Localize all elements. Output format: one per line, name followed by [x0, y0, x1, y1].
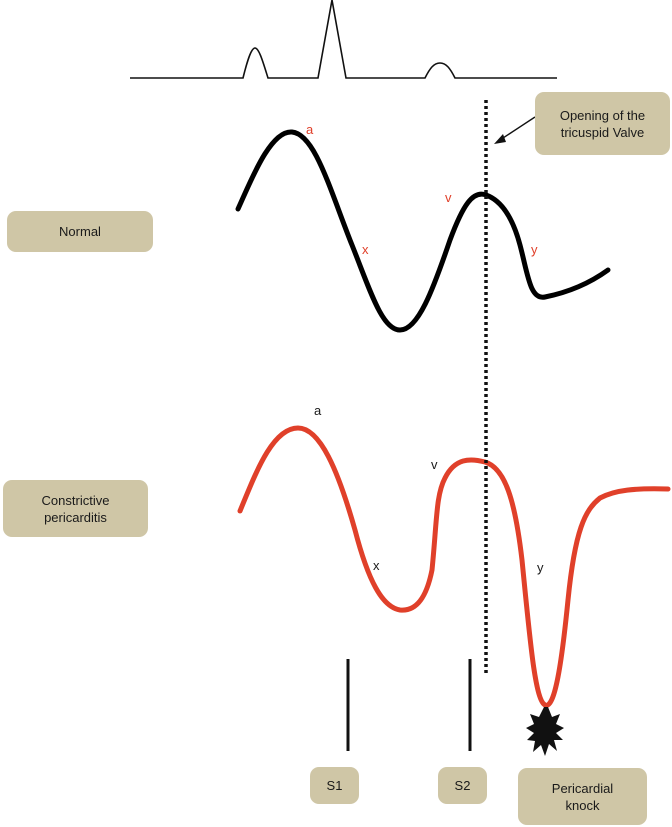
arrowhead	[494, 134, 506, 144]
tricuspid-opening-box: Opening of the tricuspid Valve	[535, 92, 670, 155]
normal-label-box: Normal	[7, 211, 153, 252]
constrictive-a-label: a	[314, 403, 322, 418]
normal-a-label: a	[306, 122, 314, 137]
s2-box: S2	[438, 767, 487, 804]
constrictive-jvp-trace	[237, 425, 671, 708]
normal-x-label: x	[362, 242, 369, 257]
constrictive-x-label: x	[373, 558, 380, 573]
constrictive-y-label: y	[537, 560, 544, 575]
normal-v-label: v	[445, 190, 452, 205]
constrictive-pericarditis-box: Constrictive pericarditis	[3, 480, 148, 537]
ecg-trace	[130, 0, 557, 79]
opening-pointer-arrow	[499, 116, 536, 141]
s1-box: S1	[310, 767, 359, 804]
normal-y-label: y	[531, 242, 538, 257]
pericardial-knock-box: Pericardial knock	[518, 768, 647, 825]
normal-jvp-trace	[235, 129, 611, 333]
knock-burst-icon	[526, 707, 564, 756]
constrictive-v-label: v	[431, 457, 438, 472]
